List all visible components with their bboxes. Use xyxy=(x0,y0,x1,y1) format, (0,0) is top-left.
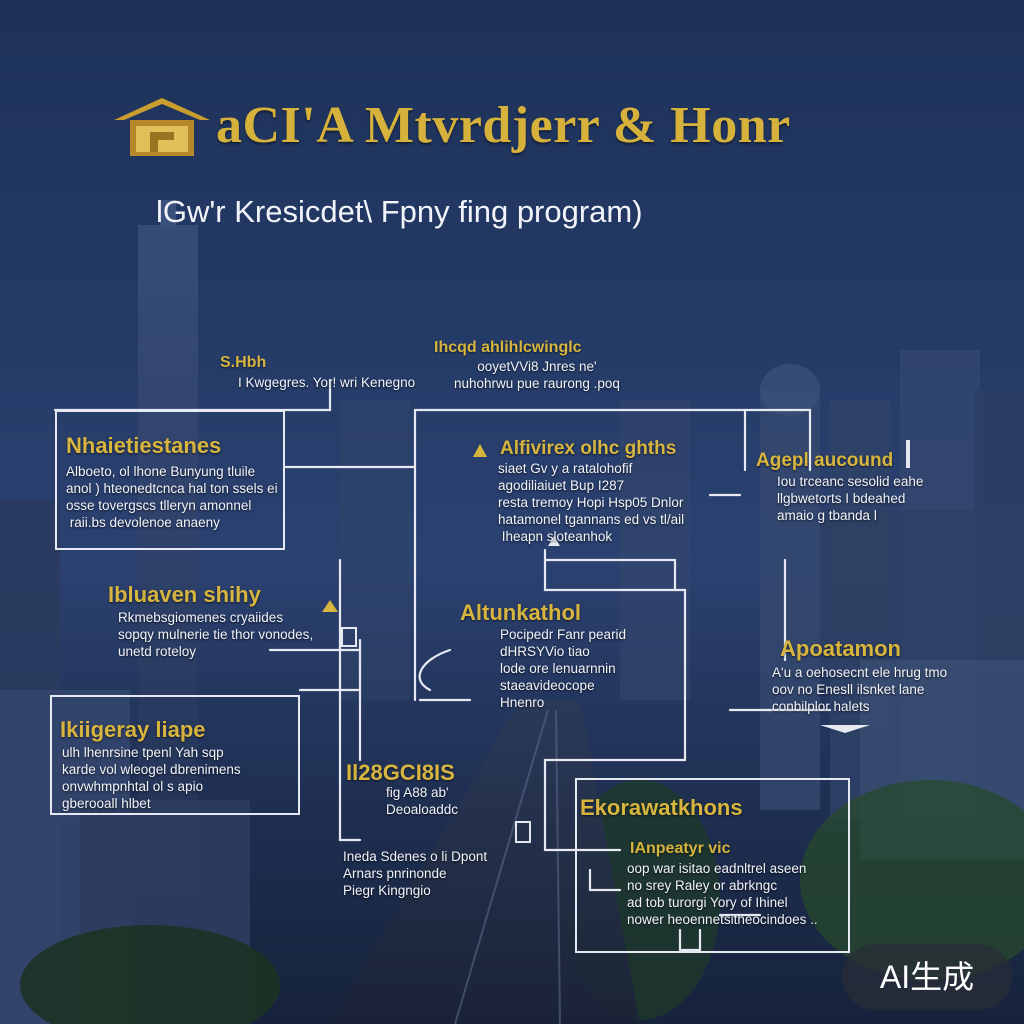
node-left-3-label: Ikiigeray liape xyxy=(60,717,206,742)
node-center-3b-text: Ineda Sdenes o li Dpont Arnars pnrinonde… xyxy=(343,849,488,898)
subtitle: lGw'r Kresicdet\ Fpny fing program) xyxy=(156,194,643,229)
node-center-3-label: Il28GCI8IS xyxy=(346,760,455,785)
node-left-3-text: ulh lhenrsine tpenl Yah sqp karde vol wl… xyxy=(62,745,241,811)
node-center-1-label: Alfivirex olhc ghths xyxy=(500,438,677,459)
node-left-1-label: Nhaietiestanes xyxy=(66,433,222,458)
house-logo-icon xyxy=(114,98,210,156)
node-right-2-label: Apoatamon xyxy=(780,636,901,661)
node-right-2-text: A'u a oehosecnt ele hrug tmo oov no Enes… xyxy=(772,665,948,714)
node-right-3-text: oop war isitao eadnltrel aseen no srey R… xyxy=(627,861,818,927)
node-right-3-sublabel: IAnpeatyr vic xyxy=(630,840,731,857)
ai-generated-badge: AI生成 xyxy=(842,944,1012,1010)
top-left-text: I Kwgegres. Yor! wri Kenegno xyxy=(238,375,416,390)
node-box-left-3 xyxy=(50,695,300,815)
node-left-1-text: Alboeto, ol lhone Bunyung tluile anol ) … xyxy=(66,464,278,530)
node-center-3-text: fig A88 ab' Deoaloaddc xyxy=(386,785,459,817)
node-left-2-text: Rkmebsgiomenes cryaiides sopqy mulnerie … xyxy=(118,610,314,659)
node-center-2-label: Altunkathol xyxy=(460,600,581,625)
top-center-text: ooyetVVi8 Jnres ne' nuhohrwu pue raurong… xyxy=(454,359,620,391)
node-center-2-text: Pocipedr Fanr pearid dHRSYVio tiao lode … xyxy=(500,627,627,710)
node-box-right-3 xyxy=(575,778,850,953)
node-left-2-label: Ibluaven shihy xyxy=(108,582,261,607)
node-right-1-text: Iou trceanc sesolid eahe llgbwetorts I b… xyxy=(777,474,924,523)
node-center-1-text: siaet Gv y a ratalohofif agodiliaiuet Bu… xyxy=(498,461,685,544)
main-title: aCI'A Mtvrdjerr & Honr xyxy=(216,97,791,154)
top-center-label: Ihcqd ahlihlcwinglc xyxy=(434,339,582,356)
title-block: aCI'A Mtvrdjerr & Honr xyxy=(110,92,990,172)
node-box-left-1 xyxy=(55,410,285,550)
node-right-3-label: Ekorawatkhons xyxy=(580,795,743,820)
node-right-1-label: Agepl aucound xyxy=(756,450,894,471)
top-left-label: S.Hbh xyxy=(220,354,267,371)
